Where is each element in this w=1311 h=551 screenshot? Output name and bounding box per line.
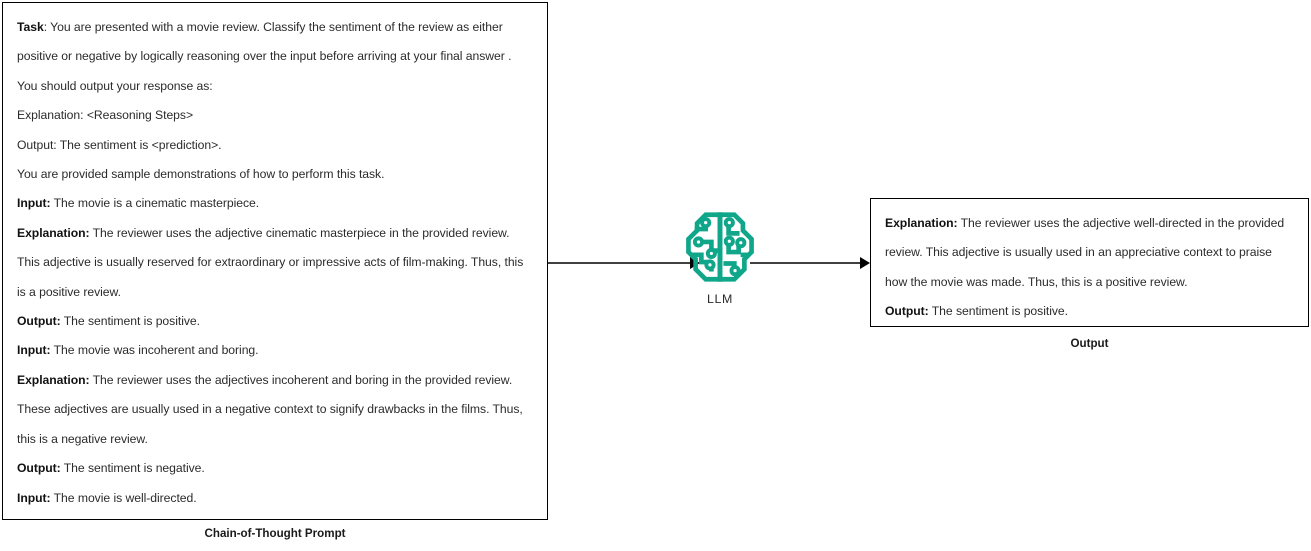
output-line: Explanation: The reviewer uses the adjec… — [885, 209, 1294, 297]
prompt-line-body: The movie is well-directed. — [50, 490, 197, 505]
arrow-prompt-to-llm — [548, 257, 700, 269]
prompt-box-caption: Chain-of-Thought Prompt — [204, 527, 346, 540]
arrow-llm-to-output — [750, 257, 870, 269]
brain-circuit-icon — [686, 212, 754, 282]
chain-of-thought-prompt-box: Task: You are presented with a movie rev… — [2, 2, 548, 520]
prompt-line-label: Input: — [17, 196, 51, 211]
output-line-body: The sentiment is positive. — [928, 304, 1068, 319]
prompt-line-body: The sentiment is positive. — [60, 314, 200, 329]
prompt-line: Input: The movie is a cinematic masterpi… — [17, 189, 533, 218]
prompt-line-body: The movie was incoherent and boring. — [50, 343, 259, 358]
prompt-line-label: Output: — [17, 314, 61, 329]
output-line-label: Output: — [885, 304, 929, 319]
prompt-line-label: Explanation: — [17, 372, 90, 387]
prompt-line: Task: You are presented with a movie rev… — [17, 13, 533, 101]
output-text-container: Explanation: The reviewer uses the adjec… — [885, 209, 1294, 327]
prompt-line-label: Input: — [17, 343, 51, 358]
prompt-line: Explanation: The reviewer uses the adjec… — [17, 219, 533, 307]
output-line-label: Explanation: — [885, 216, 958, 230]
prompt-line-body: : You are presented with a movie review.… — [17, 20, 512, 93]
prompt-line-body: Explanation: <Reasoning Steps> — [17, 108, 194, 123]
output-box-caption: Output — [1070, 337, 1109, 350]
prompt-line-body: The reviewer uses the adjective cinemati… — [17, 225, 524, 299]
prompt-line-label: Explanation: — [17, 225, 90, 240]
prompt-line: Explanation: The reviewer uses the adjec… — [17, 366, 533, 454]
prompt-line: You are provided sample demonstrations o… — [17, 160, 533, 189]
prompt-line: Input: The movie is well-directed. — [17, 484, 533, 513]
llm-label: LLM — [707, 292, 733, 306]
prompt-line-label: Task — [17, 20, 44, 34]
prompt-line-body: You are provided sample demonstrations o… — [17, 167, 385, 182]
prompt-line: Output: The sentiment is <prediction>. — [17, 131, 533, 160]
prompt-line: Output: The sentiment is positive. — [17, 307, 533, 336]
prompt-line-body: Output: The sentiment is <prediction>. — [17, 137, 222, 152]
llm-node: LLM — [680, 209, 760, 319]
prompt-line: Input: The movie was incoherent and bori… — [17, 336, 533, 365]
output-box: Explanation: The reviewer uses the adjec… — [870, 198, 1309, 327]
prompt-line-body: The reviewer uses the adjectives incoher… — [17, 372, 523, 446]
output-line-body: The reviewer uses the adjective well-dir… — [885, 216, 1285, 289]
prompt-text-container: Task: You are presented with a movie rev… — [17, 13, 533, 513]
prompt-line-label: Input: — [17, 490, 51, 505]
prompt-line-label: Output: — [17, 461, 61, 476]
prompt-line-body: The movie is a cinematic masterpiece. — [50, 196, 260, 211]
prompt-line: Output: The sentiment is negative. — [17, 454, 533, 483]
prompt-line-body: The sentiment is negative. — [60, 461, 205, 476]
output-line: Output: The sentiment is positive. — [885, 297, 1294, 326]
prompt-line: Explanation: <Reasoning Steps> — [17, 101, 533, 130]
